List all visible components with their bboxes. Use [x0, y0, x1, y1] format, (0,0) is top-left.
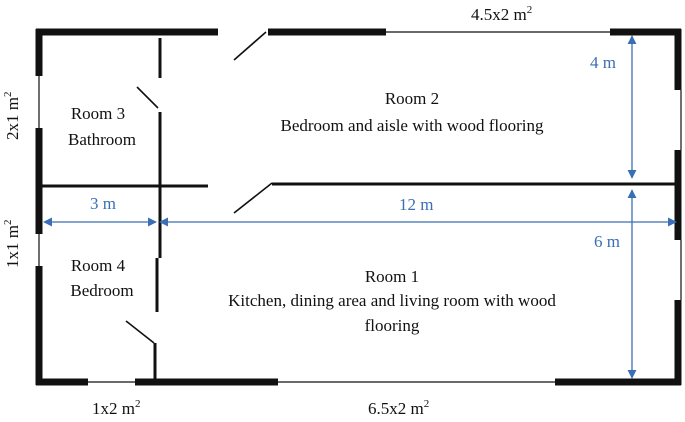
window-label-bottom-left: 1x2 m2: [92, 398, 140, 418]
dim-label-room4-width: 3 m: [90, 194, 116, 213]
window-label-left-upper: 2x1 m2: [2, 92, 22, 140]
door-swings: [125, 31, 273, 344]
dim-label-house-length: 12 m: [399, 195, 433, 214]
room2-title: Room 2: [385, 89, 439, 108]
interior-walls: [42, 38, 676, 380]
outer-walls: [35, 28, 682, 386]
dimension-lines: [43, 35, 677, 379]
room2-desc: Bedroom and aisle with wood flooring: [281, 116, 544, 135]
dim-label-room2-depth: 4 m: [590, 53, 616, 72]
room3-desc: Bathroom: [68, 130, 136, 149]
room4-desc: Bedroom: [70, 281, 133, 300]
room4-title: Room 4: [71, 256, 126, 275]
room1-desc-line1: Kitchen, dining area and living room wit…: [228, 291, 556, 310]
window-label-top: 4.5x2 m2: [471, 4, 532, 24]
window-label-left-lower: 1x1 m2: [2, 220, 22, 268]
room1-desc-line2: flooring: [365, 316, 420, 335]
room1-title: Room 1: [365, 267, 419, 286]
window-lines: [38, 31, 682, 383]
dim-label-room1-depth: 6 m: [594, 232, 620, 251]
room3-title: Room 3: [71, 104, 125, 123]
window-label-bottom-mid: 6.5x2 m2: [368, 398, 429, 418]
